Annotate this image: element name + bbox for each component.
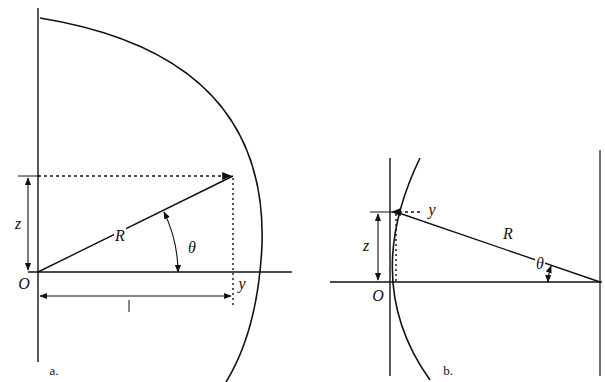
vertical-axis xyxy=(37,8,38,362)
dimension-line xyxy=(377,214,378,280)
origin-label: O xyxy=(17,276,31,292)
extension-line xyxy=(370,212,394,213)
horizontal-axis xyxy=(330,281,602,282)
projection-line xyxy=(38,175,231,176)
dimension-label: z xyxy=(362,238,370,254)
dimension-line xyxy=(40,295,231,296)
tick-mark xyxy=(129,300,130,312)
extension-line xyxy=(18,176,40,177)
vertical-axis xyxy=(389,158,390,376)
radius-line xyxy=(38,176,233,272)
projection-line xyxy=(395,214,396,282)
angle-label: θ xyxy=(187,240,197,256)
panel-label: b. xyxy=(442,364,454,377)
angle-arc xyxy=(164,212,178,272)
radius-line xyxy=(396,212,600,282)
dimension-line xyxy=(392,211,420,212)
projection-line xyxy=(232,178,233,305)
dimension-line xyxy=(27,178,28,270)
angle-label: θ xyxy=(535,256,545,272)
panel-label: a. xyxy=(48,364,59,377)
angle-arc xyxy=(548,266,551,282)
dimension-label: y xyxy=(427,202,436,218)
horizontal-axis xyxy=(28,271,292,272)
circle-arc xyxy=(40,18,262,382)
origin-label: O xyxy=(371,288,385,304)
circle-arc xyxy=(392,158,430,380)
dimension-label: y xyxy=(237,276,246,292)
radius-label: R xyxy=(502,226,514,242)
dimension-label: z xyxy=(14,216,22,232)
vertical-line xyxy=(599,150,600,376)
radius-label: R xyxy=(114,228,126,244)
